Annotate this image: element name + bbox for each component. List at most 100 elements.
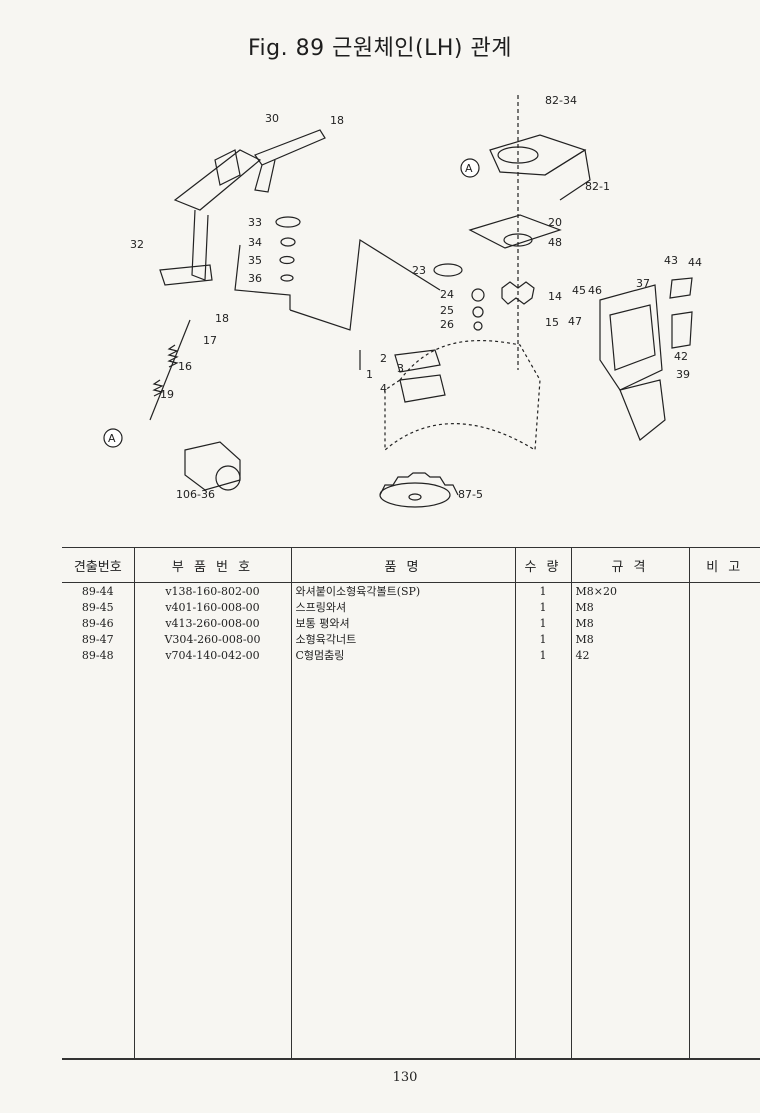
callout-47: 47 — [568, 315, 582, 328]
table-row: 89-48 v704-140-042-00 C형멈춤링 1 42 — [62, 647, 760, 663]
callout-1: 1 — [366, 368, 373, 381]
cell-ref: 89-45 — [81, 600, 114, 614]
callout-34: 34 — [248, 236, 262, 249]
cell-qty: 1 — [514, 615, 571, 631]
page-number: 130 — [392, 1070, 418, 1085]
support-post-part — [191, 209, 209, 281]
cell-part-no: V304-260-008-00 — [133, 631, 291, 647]
column-divider — [571, 581, 572, 1059]
cell-name: 와셔붙이소형육각볼트(SP) — [290, 582, 515, 599]
table-row: 89-46 v413-260-008-00 보통 평와셔 1 M8 — [62, 615, 760, 631]
callout-35: 35 — [248, 254, 262, 267]
column-divider — [515, 581, 516, 1059]
cover-37-part — [599, 284, 663, 391]
header-spec: 규 격 — [570, 547, 689, 583]
callout-18b: 18 — [215, 312, 229, 325]
callout-18a: 18 — [330, 114, 344, 127]
lever-bracket-part — [173, 149, 262, 211]
callout-32: 32 — [130, 238, 144, 251]
cell-name: C형멈춤링 — [290, 647, 515, 663]
parts-table-container: 견출번호 부 품 번 호 품 명 수 량 규 격 비 고 89-44 v138-… — [62, 547, 760, 1059]
ref-marker-a-right — [460, 158, 480, 178]
washer-33-part — [275, 216, 301, 228]
cell-spec: 42 — [570, 647, 689, 663]
callout-a-right: A — [465, 162, 473, 175]
cell-qty: 1 — [514, 582, 571, 599]
cell-name: 스프링와셔 — [290, 599, 515, 615]
cell-note — [688, 615, 760, 631]
callout-30: 30 — [265, 112, 279, 125]
callout-24: 24 — [440, 288, 454, 301]
callout-46: 46 — [588, 284, 602, 297]
cell-part-no: v704-140-042-00 — [133, 647, 291, 663]
callout-36: 36 — [248, 272, 262, 285]
header-name: 품 명 — [290, 547, 515, 583]
callout-19: 19 — [160, 388, 174, 401]
callout-33: 33 — [248, 216, 262, 229]
cell-ref: 89-48 — [81, 648, 114, 662]
callout-4: 4 — [380, 382, 387, 395]
callout-43: 43 — [664, 254, 678, 267]
arm-plate-20-part — [468, 214, 562, 249]
cell-qty: 1 — [514, 631, 571, 647]
plate-42-part — [671, 311, 693, 349]
column-divider — [134, 581, 135, 1059]
callout-25: 25 — [440, 304, 454, 317]
callout-44: 44 — [688, 256, 702, 269]
sprocket-87-5-part — [379, 482, 451, 508]
column-divider — [291, 581, 292, 1059]
callout-39: 39 — [676, 368, 690, 381]
table-bottom-rule — [62, 1058, 760, 1060]
cell-note — [688, 582, 760, 599]
cell-qty: 1 — [514, 647, 571, 663]
header-qty: 수 량 — [514, 547, 571, 583]
cell-note — [688, 631, 760, 647]
callout-14: 14 — [548, 290, 562, 303]
table-row: 89-47 V304-260-008-00 소형육각너트 1 M8 — [62, 631, 760, 647]
callout-42: 42 — [674, 350, 688, 363]
callout-82-34: 82-34 — [545, 94, 577, 107]
washer-23-part — [433, 263, 463, 277]
callout-3: 3 — [397, 362, 404, 375]
cell-note — [688, 647, 760, 663]
cell-ref: 89-47 — [81, 632, 114, 646]
callout-2: 2 — [380, 352, 387, 365]
cell-spec: M8 — [570, 599, 689, 615]
callout-17: 17 — [203, 334, 217, 347]
cell-spec: M8 — [570, 631, 689, 647]
header-ref: 견출번호 — [62, 547, 134, 583]
parts-table: 견출번호 부 품 번 호 품 명 수 량 규 격 비 고 89-44 v138-… — [62, 547, 760, 663]
callout-82-1: 82-1 — [585, 180, 610, 193]
callout-106-36: 106-36 — [176, 488, 215, 501]
chain-part — [384, 340, 541, 452]
cell-part-no: v138-160-802-00 — [133, 582, 291, 599]
cell-name: 보통 평와셔 — [290, 615, 515, 631]
cell-part-no: v413-260-008-00 — [133, 615, 291, 631]
cell-ref: 89-44 — [81, 584, 114, 598]
callout-26: 26 — [440, 318, 454, 331]
rod-part — [149, 319, 191, 421]
callout-87-5: 87-5 — [458, 488, 483, 501]
ref-marker-a-left — [103, 428, 123, 448]
callout-37: 37 — [636, 277, 650, 290]
cell-name: 소형육각너트 — [290, 631, 515, 647]
cell-qty: 1 — [514, 599, 571, 615]
header-note: 비 고 — [688, 547, 760, 583]
cell-spec: M8 — [570, 615, 689, 631]
cell-spec: M8×20 — [570, 582, 689, 599]
mount-plate-part — [214, 149, 241, 186]
header-part-no: 부 품 번 호 — [133, 547, 291, 583]
spring-16-part — [167, 344, 179, 368]
figure-title: Fig. 89 근원체인(LH) 관계 — [247, 36, 512, 61]
callout-20: 20 — [548, 216, 562, 229]
plate-43-part — [669, 277, 693, 299]
table-header-row: 견출번호 부 품 번 호 품 명 수 량 규 격 비 고 — [62, 547, 760, 583]
column-divider — [689, 581, 690, 1059]
callout-48: 48 — [548, 236, 562, 249]
cell-note — [688, 599, 760, 615]
sprocket-14-part — [501, 281, 535, 305]
table-row: 89-45 v401-160-008-00 스프링와셔 1 M8 — [62, 599, 760, 615]
callout-16: 16 — [178, 360, 192, 373]
cell-ref: 89-46 — [81, 616, 114, 630]
callout-a-left: A — [108, 432, 116, 445]
